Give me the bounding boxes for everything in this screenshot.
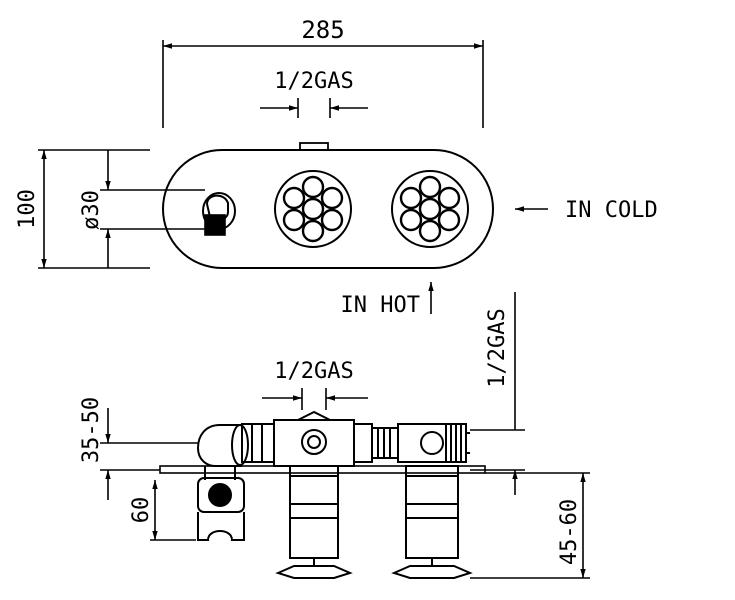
front-inlet-dimension: 1/2GAS xyxy=(262,359,368,410)
diameter-label: ø30 xyxy=(79,190,104,230)
mixer-body xyxy=(241,410,399,467)
inlet-spacing-dimension: 1/2GAS xyxy=(260,69,368,118)
depth-60-dimension: 60 xyxy=(129,480,196,541)
width-label: 285 xyxy=(301,16,344,44)
depth-35-50-dimension: 35-50 35-50 xyxy=(79,397,198,500)
side-inlet-dimension: 1/2GAS xyxy=(470,292,525,495)
wall-plate xyxy=(159,465,486,474)
inlet-top-label: 1/2GAS xyxy=(274,69,353,94)
in-hot-label: IN HOT xyxy=(341,293,420,318)
in-cold-label: IN COLD xyxy=(565,198,658,223)
depth-35-50-label: 35-50 xyxy=(79,397,104,463)
diameter-dimension: ø30 xyxy=(79,150,205,268)
cold-valve xyxy=(397,423,470,463)
cold-handle-icon xyxy=(390,169,470,249)
elbow-outlet xyxy=(196,424,249,480)
width-dimension: 285 xyxy=(162,16,484,128)
hot-valve-stem xyxy=(275,465,353,579)
depth-45-60-dimension: 45-60 xyxy=(470,472,590,579)
side-view: 1/2GAS 1/2GAS xyxy=(79,292,590,579)
inlet-front-label: 1/2GAS xyxy=(274,359,353,384)
height-label: 100 xyxy=(15,189,40,229)
cold-valve-stem xyxy=(391,465,473,579)
height-dimension: 100 xyxy=(15,149,150,269)
front-view: 285 1/2GAS 100 xyxy=(15,16,658,318)
inlet-side-label: 1/2GAS xyxy=(485,308,510,387)
depth-45-60-label: 45-60 xyxy=(557,499,582,565)
diverter-lever xyxy=(202,192,236,236)
hot-handle-icon xyxy=(273,169,353,249)
depth-60-label: 60 xyxy=(129,497,154,524)
shower-holder xyxy=(197,477,245,541)
top-inlet-stub xyxy=(299,142,329,151)
faceplate xyxy=(162,149,494,269)
